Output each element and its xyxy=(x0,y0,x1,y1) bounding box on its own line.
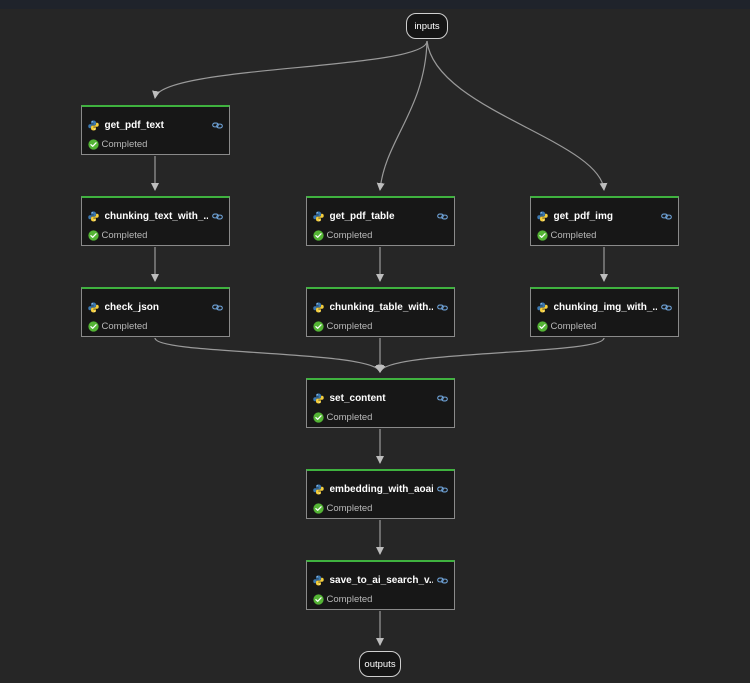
node-header: get_pdf_table xyxy=(312,209,448,223)
node-chunking-table[interactable]: chunking_table_with... Completed xyxy=(305,287,455,337)
link-icon[interactable] xyxy=(211,302,223,313)
node-status: Completed xyxy=(101,321,148,332)
node-status: Completed xyxy=(550,321,597,332)
node-header: chunking_img_with_... xyxy=(536,300,672,314)
check-circle-icon xyxy=(312,230,324,241)
link-icon[interactable] xyxy=(436,211,448,222)
check-circle-icon xyxy=(536,230,548,241)
link-icon[interactable] xyxy=(211,120,223,131)
node-status: Completed xyxy=(326,503,373,514)
node-header: save_to_ai_search_v... xyxy=(312,573,448,587)
node-embedding[interactable]: embedding_with_aoai Completed xyxy=(305,469,455,519)
node-status: Completed xyxy=(326,321,373,332)
link-icon[interactable] xyxy=(436,302,448,313)
check-circle-icon xyxy=(87,321,99,332)
link-icon[interactable] xyxy=(436,484,448,495)
python-icon xyxy=(312,302,324,312)
node-check-json[interactable]: check_json Completed xyxy=(80,287,230,337)
python-icon xyxy=(87,302,99,312)
node-get-pdf-table[interactable]: get_pdf_table Completed xyxy=(305,196,455,246)
node-status: Completed xyxy=(101,139,148,150)
node-title: chunking_img_with_... xyxy=(553,301,657,313)
link-icon[interactable] xyxy=(436,393,448,404)
node-title: check_json xyxy=(104,301,159,313)
link-icon[interactable] xyxy=(660,211,672,222)
check-circle-icon xyxy=(312,412,324,423)
check-circle-icon xyxy=(312,321,324,332)
edge-inputs-get-pdf-table xyxy=(376,40,428,191)
python-icon xyxy=(312,393,324,403)
node-status-row: Completed xyxy=(87,321,148,332)
check-circle-icon xyxy=(87,139,99,150)
node-header: get_pdf_text xyxy=(87,118,223,132)
edge-check-json-set-content xyxy=(154,337,383,373)
node-get-pdf-img[interactable]: get_pdf_img Completed xyxy=(529,196,679,246)
python-icon xyxy=(312,484,324,494)
node-title: get_pdf_table xyxy=(329,210,395,222)
node-status: Completed xyxy=(326,230,373,241)
node-get-pdf-text[interactable]: get_pdf_text Completed xyxy=(80,105,230,155)
link-icon[interactable] xyxy=(436,575,448,586)
node-status-row: Completed xyxy=(312,594,373,605)
link-icon[interactable] xyxy=(211,211,223,222)
outputs-node[interactable]: outputs xyxy=(359,651,401,677)
node-header: check_json xyxy=(87,300,223,314)
node-header: set_content xyxy=(312,391,448,405)
node-header: chunking_text_with_... xyxy=(87,209,223,223)
node-chunking-img[interactable]: chunking_img_with_... Completed xyxy=(529,287,679,337)
node-status: Completed xyxy=(550,230,597,241)
node-status: Completed xyxy=(326,594,373,605)
check-circle-icon xyxy=(87,230,99,241)
node-status-row: Completed xyxy=(536,230,597,241)
node-status-row: Completed xyxy=(312,503,373,514)
node-status-row: Completed xyxy=(87,139,148,150)
node-title: save_to_ai_search_v... xyxy=(329,574,433,586)
node-status: Completed xyxy=(326,412,373,423)
python-icon xyxy=(312,575,324,585)
node-title: get_pdf_text xyxy=(104,119,164,131)
node-title: set_content xyxy=(329,392,386,404)
check-circle-icon xyxy=(536,321,548,332)
node-header: get_pdf_img xyxy=(536,209,672,223)
node-header: chunking_table_with... xyxy=(312,300,448,314)
python-icon xyxy=(536,211,548,221)
check-circle-icon xyxy=(312,594,324,605)
inputs-node[interactable]: inputs xyxy=(406,13,448,39)
node-title: embedding_with_aoai xyxy=(329,483,433,495)
python-icon xyxy=(87,120,99,130)
node-status-row: Completed xyxy=(536,321,597,332)
check-circle-icon xyxy=(312,503,324,514)
edge-inputs-get-pdf-text xyxy=(152,40,428,99)
node-set-content[interactable]: set_content Completed xyxy=(305,378,455,428)
node-header: embedding_with_aoai xyxy=(312,482,448,496)
node-status-row: Completed xyxy=(312,230,373,241)
edge-inputs-get-pdf-img xyxy=(426,40,608,191)
node-save-to-ai-search[interactable]: save_to_ai_search_v... Completed xyxy=(305,560,455,610)
node-chunking-text[interactable]: chunking_text_with_... Completed xyxy=(80,196,230,246)
edge-chunking-img-set-content xyxy=(377,337,605,373)
link-icon[interactable] xyxy=(660,302,672,313)
node-status-row: Completed xyxy=(312,321,373,332)
python-icon xyxy=(536,302,548,312)
python-icon xyxy=(87,211,99,221)
node-status-row: Completed xyxy=(312,412,373,423)
node-title: get_pdf_img xyxy=(553,210,613,222)
node-status: Completed xyxy=(101,230,148,241)
top-bar xyxy=(0,0,750,9)
python-icon xyxy=(312,211,324,221)
node-title: chunking_table_with... xyxy=(329,301,433,313)
node-title: chunking_text_with_... xyxy=(104,210,208,222)
node-status-row: Completed xyxy=(87,230,148,241)
